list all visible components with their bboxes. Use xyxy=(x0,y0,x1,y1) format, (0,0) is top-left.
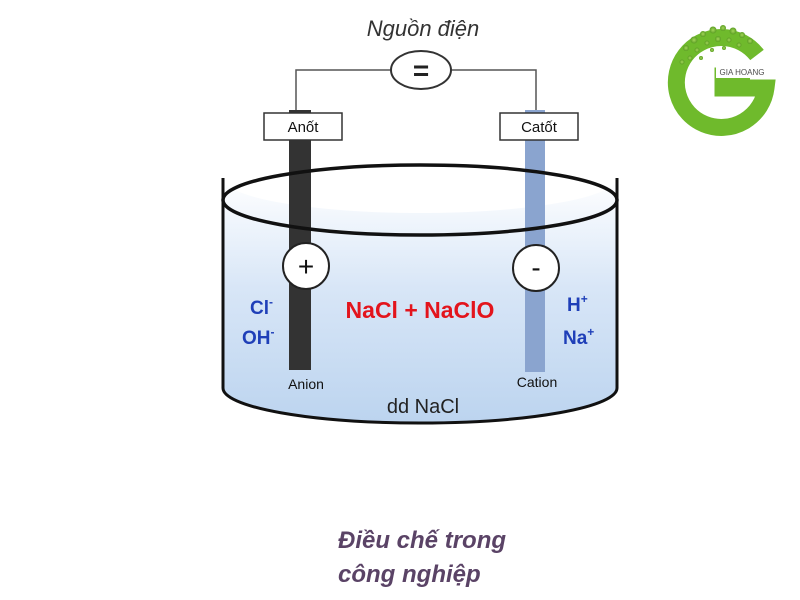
minus-sign-circle xyxy=(512,244,560,292)
tank-rim xyxy=(221,163,619,237)
logo-leaf-dots xyxy=(679,25,753,65)
cathode-label-box: Catốt xyxy=(499,112,579,141)
power-source-label: Nguồn điện xyxy=(367,16,480,41)
power-circuit: Nguồn điện = xyxy=(295,16,537,122)
tank-wall xyxy=(221,178,619,425)
wire-right xyxy=(451,69,537,122)
product-label: NaCl + NaClO xyxy=(346,297,495,323)
anode-label-box: Anốt xyxy=(263,112,343,141)
caption-line-1: Điều chế trong xyxy=(338,527,507,554)
cation-ion-hydrogen: H+ xyxy=(567,292,588,316)
cathode-label: Catốt xyxy=(521,119,558,136)
anode-sign: + xyxy=(298,251,314,282)
logo-g-mark xyxy=(667,29,776,136)
cathode-electrode xyxy=(525,110,545,372)
wire-left xyxy=(295,69,391,122)
anion-label: Anion xyxy=(288,376,324,392)
cation-ion-sodium: Na+ xyxy=(563,325,594,349)
anode-label: Anốt xyxy=(288,119,320,136)
power-source-symbol xyxy=(390,50,452,90)
solution-label: dd NaCl xyxy=(387,396,459,418)
gia-hoang-logo: GIA HOANG xyxy=(667,25,776,136)
electrolysis-tank xyxy=(221,178,619,425)
caption: Điều chế trong công nghiệp xyxy=(338,524,506,592)
anion-ion-chloride: Cl- xyxy=(250,295,273,319)
logo-text: GIA HOANG xyxy=(720,68,765,77)
cathode-sign: - xyxy=(531,252,540,283)
cation-label: Cation xyxy=(517,374,557,390)
anion-ion-hydroxide: OH- xyxy=(242,325,275,349)
plus-sign-circle xyxy=(282,242,330,290)
dc-symbol: = xyxy=(413,55,429,86)
caption-line-2: công nghiệp xyxy=(338,561,481,588)
nacl-solution xyxy=(223,178,617,423)
anode-electrode xyxy=(289,110,311,370)
